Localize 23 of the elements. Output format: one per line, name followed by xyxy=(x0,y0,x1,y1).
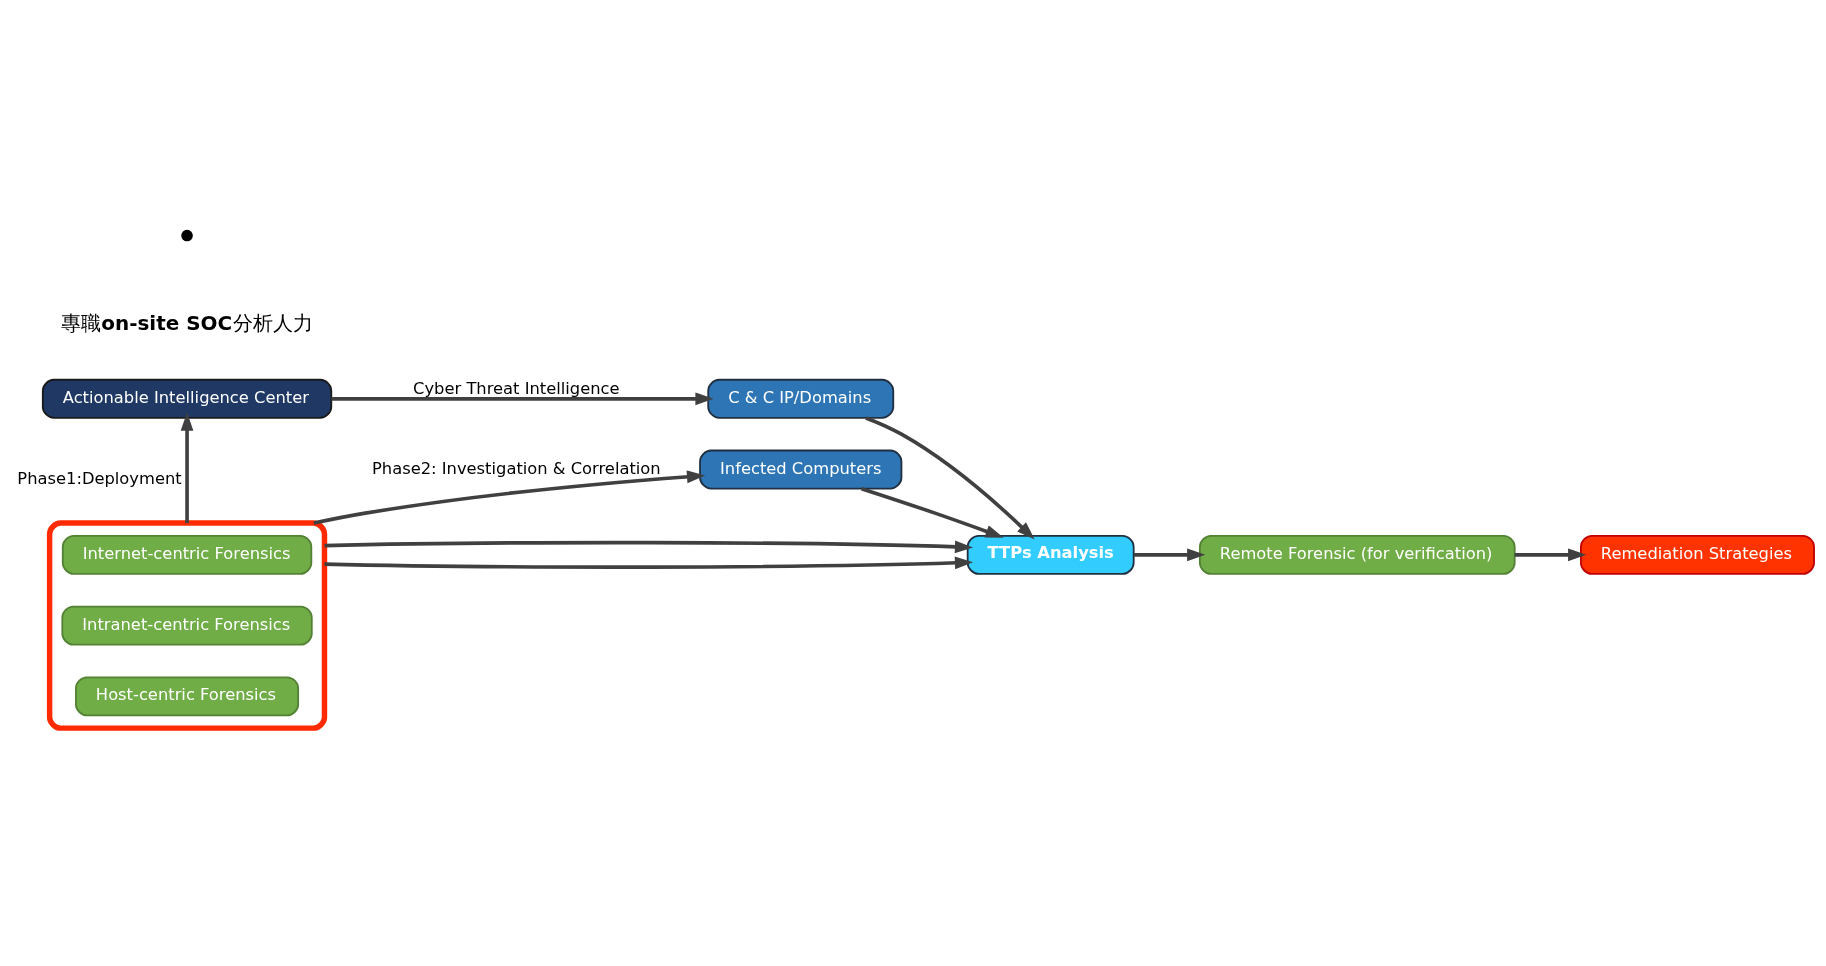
edge-label: Phase1:Deployment xyxy=(17,468,182,488)
node-box: Infected Computers xyxy=(699,449,903,490)
node-box: TTPs Analysis xyxy=(966,534,1135,575)
arrow xyxy=(1134,548,1206,562)
label: 專職on-site SOC分析人力 xyxy=(61,311,313,336)
node-box: C & C IP/Domains xyxy=(707,378,895,419)
edge-label: Cyber Threat Intelligence xyxy=(413,378,620,398)
cluster xyxy=(46,520,328,731)
arrow xyxy=(313,470,706,525)
arrow xyxy=(324,540,974,554)
arrow xyxy=(865,416,1035,540)
arrow xyxy=(860,486,1004,538)
arrow xyxy=(331,392,714,406)
node-box: Actionable Intelligence Center xyxy=(41,378,333,419)
arrow xyxy=(180,412,194,524)
arrow xyxy=(1514,548,1587,562)
arrow xyxy=(324,556,974,570)
node-box: Internet-centric Forensics xyxy=(61,534,313,575)
node-box: Remediation Strategies xyxy=(1580,534,1815,575)
node-box: Intranet-centric Forensics xyxy=(61,605,313,646)
node-box: Host-centric Forensics xyxy=(75,676,300,717)
node-box: Remote Forensic (for verification) xyxy=(1199,534,1516,575)
edge-label: Phase2: Investigation & Correlation xyxy=(372,458,661,478)
